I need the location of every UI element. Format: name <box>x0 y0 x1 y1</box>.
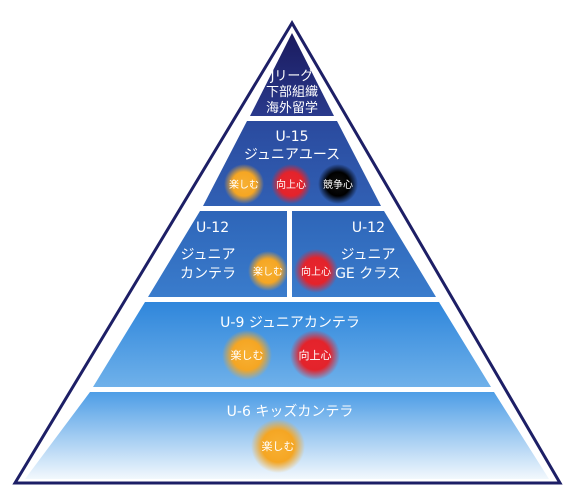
u9-improve-badge <box>290 330 340 380</box>
u15-improve-label: 向上心 <box>276 178 306 191</box>
u12-left-enjoy-badge <box>248 251 288 291</box>
u15-compete-label: 競争心 <box>323 178 353 191</box>
u15-enjoy-badge <box>224 164 264 204</box>
u15-enjoy-label: 楽しむ <box>229 178 259 191</box>
u15-age-label: U-15 <box>275 129 308 145</box>
tier-u9-band <box>93 302 491 387</box>
u9-enjoy-label: 楽しむ <box>231 349 264 362</box>
u12-left-enjoy-label: 楽しむ <box>253 265 283 278</box>
u12-left-name-line-2: カンテラ <box>180 266 236 282</box>
u9-enjoy-badge <box>222 330 272 380</box>
u6-enjoy-label: 楽しむ <box>262 440 295 453</box>
u15-compete-badge <box>318 164 358 204</box>
u12-left-age-label: U-12 <box>196 220 229 236</box>
u12-right-improve-label: 向上心 <box>301 265 331 278</box>
u12-left-name-line-1: ジュニア <box>180 247 235 263</box>
u12-right-improve-badge <box>294 249 338 293</box>
top-tier-line-1: Jリーグ <box>270 69 314 84</box>
u9-title: U-9 ジュニアカンテラ <box>220 315 360 331</box>
u12-right-name-line-1: ジュニア <box>340 247 395 263</box>
u15-name-label: ジュニアユース <box>244 147 340 163</box>
u6-enjoy-badge <box>251 419 305 473</box>
u12-right-name-line-2: GE クラス <box>335 266 401 282</box>
top-tier-line-2: 下部組織 <box>266 85 318 100</box>
u6-title: U-6 キッズカンテラ <box>227 404 354 420</box>
u9-improve-label: 向上心 <box>299 348 332 362</box>
tier-top-band <box>250 33 334 116</box>
u12-right-age-label: U-12 <box>352 220 385 236</box>
top-tier-line-3: 海外留学 <box>266 100 318 116</box>
u15-improve-badge <box>271 164 311 204</box>
